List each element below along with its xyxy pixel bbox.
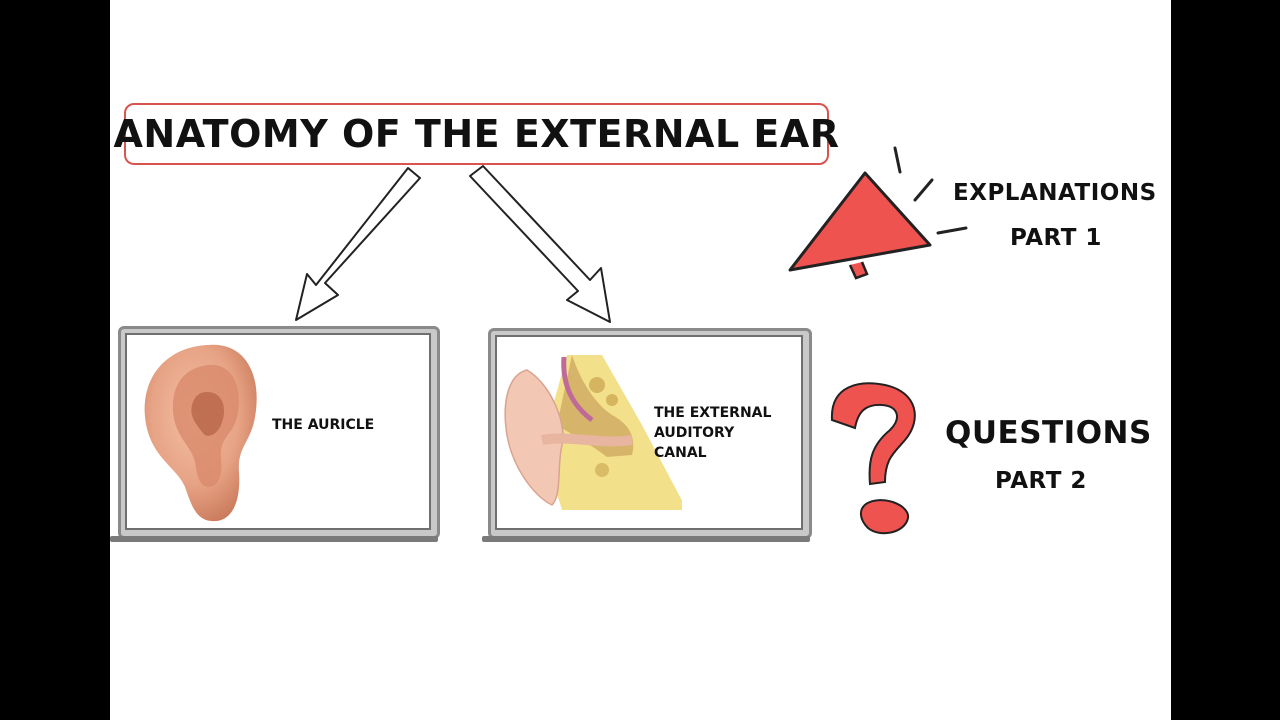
canal-label-line-2: AUDITORY: [654, 425, 735, 441]
arrow-icon: [295, 167, 421, 321]
ear-canal-illustration: [504, 355, 682, 510]
arrow-icon: [469, 165, 611, 323]
arrows-layer: [295, 165, 611, 323]
megaphone-icon: [788, 146, 968, 280]
title-box: ANATOMY OF THE EXTERNAL EAR: [113, 103, 839, 165]
diagram-canvas: ANATOMY OF THE EXTERNAL EAR: [110, 0, 1171, 720]
canal-label-line-1: THE EXTERNAL: [654, 405, 772, 421]
questions-part: PART 2: [995, 468, 1087, 494]
questions-title: QUESTIONS: [945, 415, 1152, 451]
laptop-screen-content: THE EXTERNAL AUDITORY CANAL: [495, 335, 803, 530]
megaphone-layer: [788, 146, 968, 535]
explanations-title: EXPLANATIONS: [953, 180, 1157, 206]
laptop-base: [110, 536, 438, 542]
canal-label-line-3: CANAL: [654, 445, 707, 461]
auricle-label: THE AURICLE: [272, 417, 375, 433]
question-mark-icon: [830, 382, 916, 535]
page-title: ANATOMY OF THE EXTERNAL EAR: [113, 112, 840, 156]
explanations-part: PART 1: [1010, 225, 1102, 251]
ear-illustration: [144, 344, 257, 522]
laptop-base: [482, 536, 810, 542]
laptop-screen-content: THE AURICLE: [125, 333, 431, 530]
